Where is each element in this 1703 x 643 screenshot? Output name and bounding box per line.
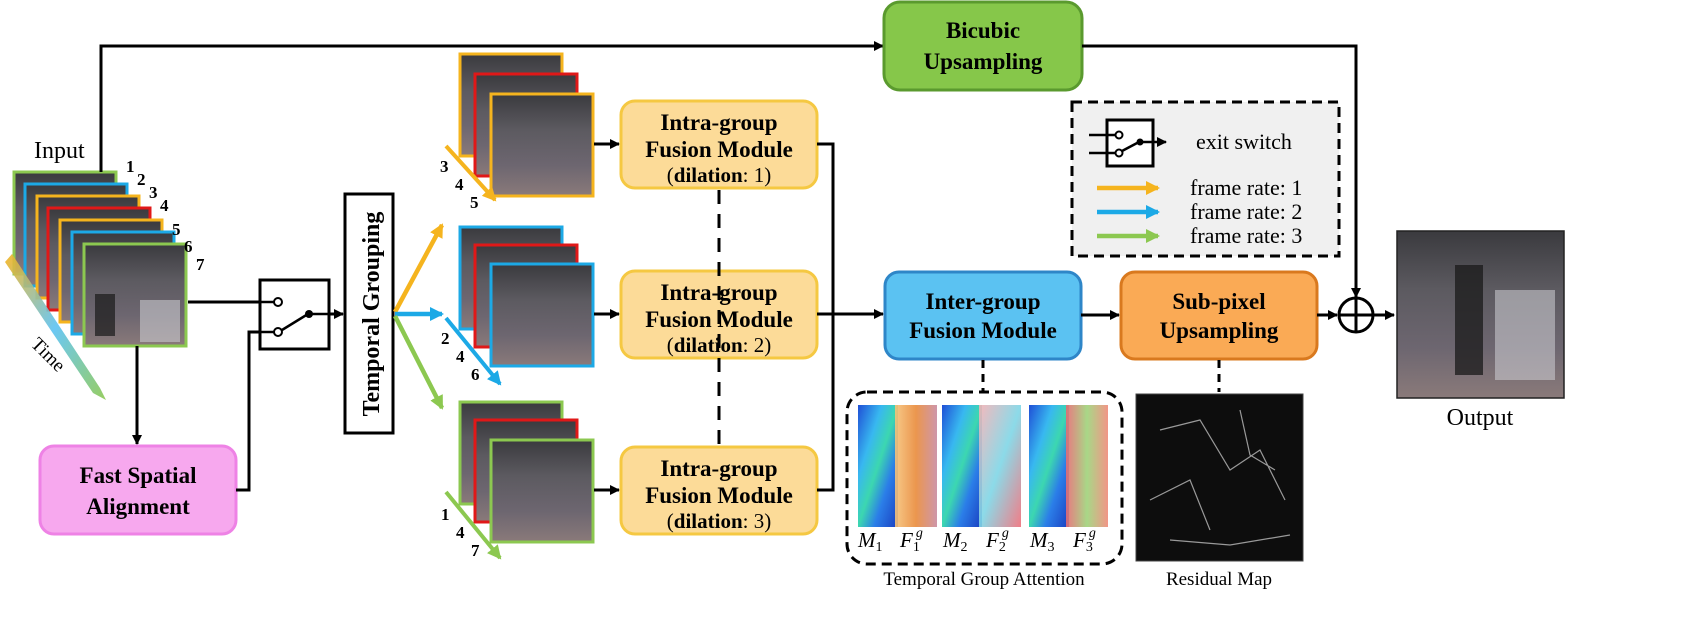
svg-text:F1g: F1g	[899, 526, 923, 555]
svg-text:F3g: F3g	[1072, 526, 1096, 555]
intra3-line2: Fusion Module	[645, 483, 793, 508]
legend-box: exit switch frame rate: 1 frame rate: 2 …	[1070, 100, 1341, 258]
temporal-grouping-box: Temporal Grouping	[343, 192, 395, 435]
frame-number: 1	[126, 157, 135, 176]
group3-frame-number: 4	[456, 523, 465, 542]
residual-caption: Residual Map	[1166, 569, 1272, 590]
attention-map-3	[1029, 405, 1069, 527]
input-frame-stack	[12, 170, 188, 348]
group1-frames	[458, 52, 595, 198]
group-feature-1	[895, 405, 937, 527]
group3-frame-number: 1	[441, 505, 450, 524]
sum-node-icon	[1337, 296, 1375, 334]
frame-number: 3	[149, 183, 158, 202]
group3-frames	[458, 400, 595, 544]
group3-time-arrow	[444, 490, 502, 560]
group1-frame-number: 3	[440, 157, 449, 176]
residual-map-image	[1135, 393, 1304, 562]
bypass-line-to-bicubic	[99, 41, 884, 172]
group-feature-2	[979, 405, 1021, 527]
frame-number: 6	[184, 237, 193, 256]
output-label: Output	[1447, 405, 1514, 431]
attention-caption: Temporal Group Attention	[883, 569, 1085, 590]
group2-frame-number: 6	[471, 365, 480, 384]
svg-text:M3: M3	[1029, 528, 1055, 555]
svg-text:M2: M2	[942, 528, 968, 555]
group3-frame-number: 7	[471, 541, 480, 560]
fast-spatial-to-switch-line	[236, 330, 260, 492]
svg-text:M1: M1	[857, 528, 883, 555]
inter-line2: Fusion Module	[909, 318, 1057, 343]
subpixel-line2: Upsampling	[1160, 318, 1279, 343]
intra2-dilation: (dilation: 2)	[667, 333, 771, 357]
grouping-to-group3-arrow	[392, 314, 445, 410]
attention-map-1	[858, 405, 898, 527]
group1-time-arrow	[444, 144, 497, 202]
group1-frame-number: 5	[470, 193, 479, 212]
legend-rate1-label: frame rate: 1	[1190, 175, 1302, 200]
group-feature-3	[1066, 405, 1108, 527]
intra1-line1: Intra-group	[660, 110, 777, 135]
intra-fusion-module-1: Intra-group Fusion Module (dilation: 1)	[619, 99, 819, 190]
subpixel-upsampling-box: Sub-pixel Upsampling	[1119, 270, 1319, 361]
intra-fusion-module-3: Intra-group Fusion Module (dilation: 3)	[619, 445, 819, 536]
exit-switch	[258, 278, 331, 351]
frame-number: 5	[172, 220, 181, 239]
frame-number: 4	[160, 196, 169, 215]
group2-frame-number: 2	[441, 329, 450, 348]
temporal-group-attention-panel: M1 F1g M2 F2g M3 F3g	[845, 390, 1124, 566]
fast-spatial-line2: Alignment	[86, 494, 190, 519]
intra1-line2: Fusion Module	[645, 137, 793, 162]
exit-switch-icon	[1089, 118, 1167, 168]
intra1-dilation: (dilation: 1)	[667, 163, 771, 187]
fast-spatial-line1: Fast Spatial	[80, 463, 197, 488]
inter-group-fusion-box: Inter-group Fusion Module	[883, 270, 1083, 361]
input-label: Input	[34, 138, 85, 164]
temporal-grouping-label: Temporal Grouping	[359, 212, 385, 417]
bicubic-line1: Bicubic	[946, 18, 1020, 43]
bicubic-line2: Upsampling	[924, 49, 1043, 74]
intra3-dilation: (dilation: 3)	[667, 509, 771, 533]
grouping-to-group1-arrow	[393, 223, 444, 314]
group2-time-arrow	[444, 316, 502, 386]
frame-number: 2	[137, 170, 146, 189]
bicubic-upsampling-box: Bicubic Upsampling	[882, 0, 1084, 92]
bicubic-to-sum-line	[1082, 44, 1361, 298]
frame-number: 7	[196, 255, 205, 274]
subpixel-line1: Sub-pixel	[1172, 289, 1265, 314]
output-image	[1396, 230, 1565, 399]
intra3-line1: Intra-group	[660, 456, 777, 481]
attention-map-2	[942, 405, 982, 527]
legend-rate2-label: frame rate: 2	[1190, 199, 1302, 224]
inter-line1: Inter-group	[926, 289, 1041, 314]
legend-switch-label: exit switch	[1196, 129, 1292, 154]
svg-text:F2g: F2g	[985, 526, 1009, 555]
time-arrow	[5, 254, 106, 400]
group2-frame-number: 4	[456, 347, 465, 366]
legend-rate3-label: frame rate: 3	[1190, 223, 1302, 248]
group1-frame-number: 4	[455, 175, 464, 194]
intra-merge-bracket	[817, 142, 835, 492]
group2-frames	[458, 225, 595, 368]
input-frame-numbers: 1 2 3 4 5 6 7	[126, 157, 205, 274]
fast-spatial-alignment-box: Fast Spatial Alignment	[38, 444, 238, 536]
